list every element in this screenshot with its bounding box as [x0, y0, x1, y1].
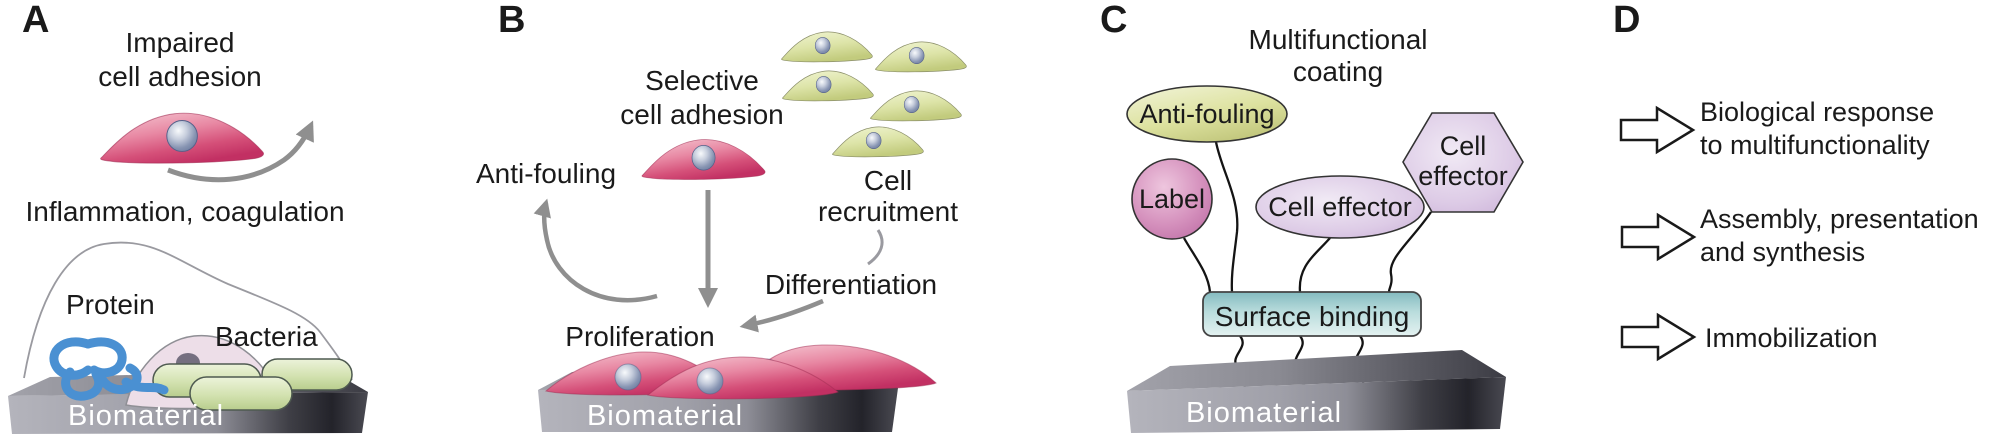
antifouling-curved-arrow [533, 198, 658, 303]
cell-effector-ellipse [1255, 175, 1425, 239]
cell-nucleus [614, 363, 642, 391]
recruited-cell [782, 70, 874, 102]
recruited-cell [781, 31, 873, 63]
biomaterial-slab-front [1127, 377, 1506, 433]
panel-c-graphics [1126, 85, 1524, 433]
selective-cell [641, 139, 766, 180]
biomaterial-slab-top [1127, 350, 1506, 391]
tether-line [1182, 237, 1212, 293]
block-arrow-biological-response [1619, 105, 1696, 155]
panel-d-graphics [1619, 105, 1697, 362]
recruitment-connector-curve [867, 229, 884, 266]
bacterium [189, 376, 293, 411]
selective-adhesion-label: Selective cell adhesion [620, 65, 784, 130]
bacteria-label: Bacteria [215, 321, 318, 352]
differentiation-arrow [739, 298, 824, 333]
protein-tangle [49, 337, 169, 401]
antifouling-label: Anti-fouling [475, 158, 617, 189]
panel-b-graphics [533, 31, 967, 432]
legend-immobilization: Immobilization [1705, 323, 1878, 353]
panel-a-letter: A [22, 0, 50, 41]
block-arrow-immobilization [1620, 312, 1697, 362]
surface-binding-label: Surface binding [1214, 301, 1410, 332]
recruited-cell [832, 126, 924, 158]
antifouling-ellipse [1126, 85, 1288, 143]
label-tag-label: Label [1138, 184, 1206, 214]
recruited-cell [875, 41, 967, 73]
surface-binding-box [1202, 291, 1422, 337]
proliferating-cell [646, 356, 839, 400]
biomaterial-label: Biomaterial [68, 400, 225, 432]
cell-effector-hexagon-label: Cell effector [1418, 131, 1508, 191]
proliferating-cells [544, 344, 937, 400]
tether-line [1214, 141, 1239, 293]
biomaterial-slab-front [538, 388, 898, 432]
recruited-cells-group [781, 31, 967, 158]
biomaterial-label: Biomaterial [586, 400, 744, 432]
panel-c-letter: C [1100, 0, 1128, 41]
cell-effector-ellipse-label: Cell effector [1268, 192, 1412, 222]
impaired-adhesion-label: Impaired cell adhesion [98, 27, 262, 92]
cell-recruitment-label: Cell recruitment [817, 165, 959, 227]
label-circle [1131, 158, 1213, 240]
tether-lines-upper [1182, 141, 1432, 293]
inflammation-label: Inflammation, coagulation [25, 196, 345, 227]
impaired-cell [100, 112, 265, 164]
cell-effector-hexagon [1402, 112, 1524, 213]
legend-biological-response: Biological response to multifunctionalit… [1700, 97, 1935, 160]
legend-assembly-presentation: Assembly, presentation and synthesis [1700, 204, 1979, 267]
proliferation-label: Proliferation [565, 321, 715, 352]
recruited-cell [870, 90, 962, 122]
tether-line [1298, 237, 1331, 293]
panel-b-letter: B [498, 0, 526, 41]
detachment-arrow [167, 120, 314, 183]
differentiation-label: Differentiation [764, 269, 938, 300]
panel-a-graphics [8, 112, 368, 434]
biomaterial-label: Biomaterial [1185, 397, 1343, 429]
tether-line [1387, 211, 1432, 293]
cell-nucleus [696, 367, 724, 395]
panel-d-letter: D [1613, 0, 1641, 41]
antifouling-tag-label: Anti-fouling [1139, 99, 1275, 129]
protein-label: Protein [66, 289, 155, 320]
membrane-outline [23, 241, 353, 381]
bacteria-group [152, 358, 353, 411]
block-arrow-assembly [1620, 212, 1697, 262]
multifunctional-coating-title: Multifunctional coating [1248, 24, 1428, 87]
